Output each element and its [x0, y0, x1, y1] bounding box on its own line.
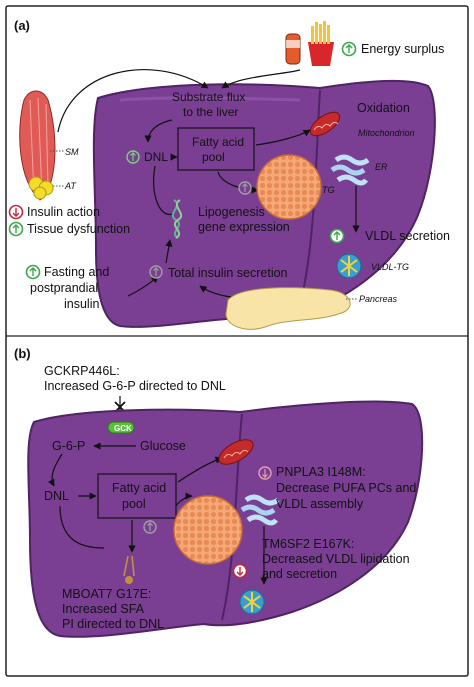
energy-surplus-label: Energy surplus — [361, 42, 444, 56]
pnpla3-line2: Decrease PUFA PCs and — [276, 481, 416, 495]
sm-label: SM — [65, 147, 79, 157]
up-arrow-circle-icon — [143, 520, 157, 534]
pnpla3-line1: PNPLA3 I148M: — [276, 465, 366, 479]
gck-label: GCK — [114, 424, 132, 433]
fries-icon — [308, 21, 334, 66]
gck-pill — [107, 421, 135, 434]
tissue-dysfunction-label: Tissue dysfunction — [27, 222, 130, 236]
pool-to-mito-arrow — [255, 129, 311, 146]
er-label: ER — [375, 162, 388, 172]
fatty-acid-pool-b-line1: Fatty acid — [112, 481, 166, 495]
adipose-icon — [28, 176, 54, 200]
fatty-acid-pool-box-b — [97, 473, 177, 519]
tm6sf2-line2: Decreased VLDL lipidation — [262, 552, 410, 566]
up-arrow-circle-icon — [329, 228, 345, 244]
mitochondrion-icon — [309, 111, 341, 137]
fasting-line3: insulin — [64, 297, 99, 311]
mboat7-line2: Increased SFA — [62, 602, 145, 616]
substrate-flux-line2: to the liver — [183, 105, 238, 119]
fatty-acid-pool-box-a — [177, 127, 255, 171]
muscle-icon — [19, 90, 56, 201]
insulin-to-lipogenesis-arrow — [165, 239, 173, 264]
total-insulin-label: Total insulin secretion — [168, 266, 288, 280]
down-arrow-circle-icon — [258, 466, 272, 480]
er-icon — [240, 494, 280, 526]
lipogenesis-line2: gene expression — [198, 220, 290, 234]
up-arrow-circle-icon — [8, 221, 24, 237]
g6p-to-dnl-arrow — [47, 453, 63, 487]
gckr-line2: Increased G-6-P directed to DNL — [44, 379, 226, 393]
vldl-particle-icon — [239, 589, 265, 615]
surplus-arrow — [221, 69, 301, 89]
tg-label: TG — [322, 185, 335, 195]
pool-to-tg-b-arrow — [175, 492, 193, 507]
substrate-flux-line1: Substrate flux — [172, 90, 245, 104]
mboat7-marker-icon — [123, 555, 135, 584]
up-arrow-circle-icon — [149, 265, 163, 279]
panel-a-label: (a) — [14, 18, 30, 33]
up-arrow-circle-icon — [341, 41, 357, 57]
mboat7-line1: MBOAT7 G17E: — [62, 587, 151, 601]
lipogenesis-loop-line — [153, 165, 173, 215]
up-arrow-circle-icon — [126, 150, 140, 164]
fatty-acid-pool-b-line2: pool — [122, 497, 146, 511]
fatty-acid-pool-a-line1: Fatty acid — [192, 135, 244, 149]
vldl-secretion-label: VLDL secretion — [365, 229, 450, 243]
fasting-line1: Fasting and — [44, 265, 109, 279]
lipid-droplet-icon — [173, 495, 243, 565]
vldl-tg-label: VLDL-TG — [371, 262, 409, 272]
g6p-label: G-6-P — [52, 439, 85, 453]
pool-to-tg-arrow — [217, 171, 259, 194]
panel-b-label: (b) — [14, 346, 31, 361]
mboat7-line3: PI directed to DNL — [62, 617, 164, 631]
glucose-label: Glucose — [140, 439, 186, 453]
lipid-droplet-icon — [256, 154, 322, 220]
substrate-to-dnl-arrow — [144, 119, 173, 143]
fatty-acid-pool-a-line2: pool — [202, 150, 225, 164]
sm-to-liver-arrow — [57, 69, 209, 133]
at-label: AT — [64, 181, 77, 191]
down-arrow-circle-icon — [232, 563, 248, 579]
lipogenesis-line1: Lipogenesis — [198, 205, 265, 219]
down-arrow-circle-icon — [8, 204, 24, 220]
dnl-b-label: DNL — [44, 489, 69, 503]
liver-a-highlight — [119, 96, 301, 102]
er-icon — [330, 154, 370, 186]
drink-icon — [285, 33, 301, 65]
tm6sf2-line1: TM6SF2 E167K: — [262, 537, 354, 551]
fasting-line2: postprandial — [30, 281, 98, 295]
pnpla3-line3: VLDL assembly — [276, 497, 364, 511]
gckr-line1: GCKRP446L: — [44, 364, 120, 378]
mboat-loop-line — [59, 505, 105, 549]
pancreas-label: Pancreas — [359, 294, 398, 304]
up-arrow-circle-icon — [238, 181, 252, 195]
mitochondrion-label: Mitochondrion — [358, 128, 415, 138]
insulin-action-label: Insulin action — [27, 205, 100, 219]
dnl-a-label: DNL — [144, 150, 168, 164]
up-arrow-circle-icon — [25, 264, 41, 280]
pancreas-icon — [225, 287, 351, 330]
vldl-particle-icon — [336, 253, 362, 279]
oxidation-label: Oxidation — [357, 101, 410, 115]
mitochondrion-icon — [218, 439, 254, 465]
tm6sf2-line3: and secretion — [262, 567, 337, 581]
dna-icon — [171, 199, 183, 239]
